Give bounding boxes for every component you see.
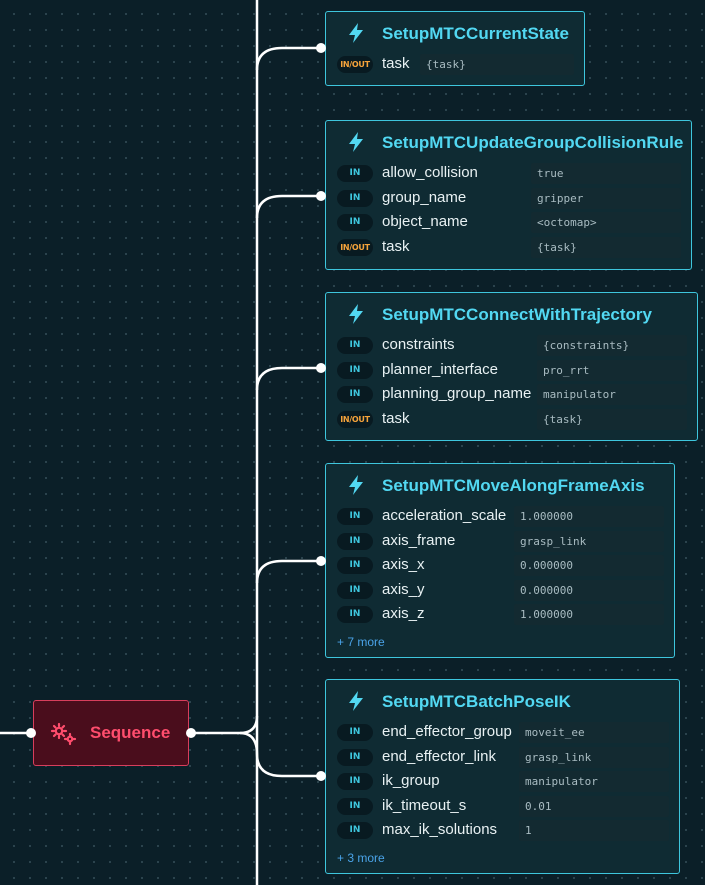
port-inout-badge: IN/OUT bbox=[337, 56, 373, 73]
port-name: task bbox=[382, 409, 410, 427]
port-name: axis_x bbox=[382, 556, 425, 574]
show-more-link[interactable]: + 3 more bbox=[337, 851, 385, 865]
port-value-field[interactable]: {constraints} bbox=[537, 335, 687, 356]
port-in-badge: IN bbox=[337, 532, 373, 550]
port-in-badge: IN bbox=[337, 581, 373, 599]
port-name: constraints bbox=[382, 336, 455, 353]
port-name: axis_z bbox=[382, 605, 425, 623]
port-value-field[interactable]: pro_rrt bbox=[537, 359, 687, 381]
port-name: task bbox=[382, 55, 410, 72]
port-in-badge: IN bbox=[337, 606, 373, 624]
port-in-badge: IN bbox=[337, 214, 373, 232]
sequence-output-handle[interactable] bbox=[186, 728, 196, 738]
lightning-bolt-icon bbox=[349, 691, 363, 711]
branch-wire-1 bbox=[255, 46, 320, 71]
node-input-handle[interactable] bbox=[316, 43, 326, 53]
port-inout-badge: IN/OUT bbox=[337, 238, 373, 256]
port-in-badge: IN bbox=[337, 748, 373, 766]
node-title: SetupMTCBatchPoseIK bbox=[382, 692, 571, 711]
port-value-field[interactable]: grasp_link bbox=[519, 746, 669, 768]
sequence-title: Sequence bbox=[90, 723, 171, 742]
port-name: task bbox=[382, 237, 410, 255]
port-value-field[interactable]: 0.000000 bbox=[514, 555, 664, 577]
port-value-field[interactable]: {task} bbox=[531, 236, 681, 258]
branch-wire-4 bbox=[255, 559, 320, 584]
lightning-bolt-icon bbox=[349, 23, 363, 43]
port-value-field[interactable]: 1.000000 bbox=[514, 506, 664, 527]
port-in-badge: IN bbox=[337, 724, 373, 741]
port-value-field[interactable]: 1 bbox=[519, 820, 669, 842]
branch-wire-5 bbox=[239, 731, 320, 778]
branch-wire-3 bbox=[255, 366, 320, 391]
port-value-field[interactable]: {task} bbox=[420, 54, 574, 75]
lightning-bolt-icon bbox=[349, 475, 363, 495]
port-name: allow_collision bbox=[382, 164, 478, 181]
sequence-input-handle[interactable] bbox=[26, 728, 36, 738]
node-input-handle[interactable] bbox=[316, 771, 326, 781]
port-value-field[interactable]: moveit_ee bbox=[519, 722, 669, 743]
port-value-field[interactable]: manipulator bbox=[519, 771, 669, 793]
port-in-badge: IN bbox=[337, 386, 373, 404]
port-name: ik_group bbox=[382, 772, 440, 790]
port-name: planning_group_name bbox=[382, 385, 532, 403]
port-value-field[interactable]: {task} bbox=[537, 408, 687, 430]
lightning-bolt-icon bbox=[349, 304, 363, 324]
node-title: SetupMTCMoveAlongFrameAxis bbox=[382, 476, 645, 495]
node-input-handle[interactable] bbox=[316, 556, 326, 566]
node-title: SetupMTCCurrentState bbox=[382, 24, 570, 43]
gears-icon bbox=[50, 722, 77, 746]
port-name: object_name bbox=[382, 213, 468, 231]
node-title: SetupMTCUpdateGroupCollisionRule bbox=[382, 133, 684, 152]
port-in-badge: IN bbox=[337, 797, 373, 815]
port-in-badge: IN bbox=[337, 189, 373, 207]
port-value-field[interactable]: grasp_link bbox=[514, 530, 664, 552]
sequence-node[interactable]: Sequence bbox=[33, 700, 189, 766]
show-more-link[interactable]: + 7 more bbox=[337, 635, 385, 649]
port-name: axis_frame bbox=[382, 531, 456, 549]
port-value-field[interactable]: 1.000000 bbox=[514, 604, 664, 626]
port-in-badge: IN bbox=[337, 361, 373, 379]
port-name: end_effector_link bbox=[382, 747, 496, 765]
port-name: planner_interface bbox=[382, 360, 498, 378]
node-title: SetupMTCConnectWithTrajectory bbox=[382, 305, 652, 324]
port-value-field[interactable]: <octomap> bbox=[531, 212, 681, 234]
port-value-field[interactable]: true bbox=[531, 163, 681, 184]
port-name: axis_y bbox=[382, 580, 425, 598]
port-in-badge: IN bbox=[337, 773, 373, 791]
port-value-field[interactable]: gripper bbox=[531, 187, 681, 209]
node-input-handle[interactable] bbox=[316, 363, 326, 373]
port-name: ik_timeout_s bbox=[382, 796, 467, 814]
port-inout-badge: IN/OUT bbox=[337, 410, 373, 428]
port-name: end_effector_group bbox=[382, 723, 512, 740]
port-value-field[interactable]: manipulator bbox=[537, 384, 687, 406]
port-in-badge: IN bbox=[337, 822, 373, 840]
lightning-bolt-icon bbox=[349, 132, 363, 152]
port-name: group_name bbox=[382, 188, 467, 206]
port-name: acceleration_scale bbox=[382, 507, 507, 524]
port-in-badge: IN bbox=[337, 508, 373, 525]
port-name: max_ik_solutions bbox=[382, 821, 498, 839]
port-in-badge: IN bbox=[337, 337, 373, 354]
port-in-badge: IN bbox=[337, 557, 373, 575]
branch-wire-2 bbox=[255, 194, 320, 219]
output-wire bbox=[191, 715, 259, 735]
port-value-field[interactable]: 0.01 bbox=[519, 795, 669, 817]
port-value-field[interactable]: 0.000000 bbox=[514, 579, 664, 601]
node-input-handle[interactable] bbox=[316, 191, 326, 201]
port-in-badge: IN bbox=[337, 165, 373, 182]
